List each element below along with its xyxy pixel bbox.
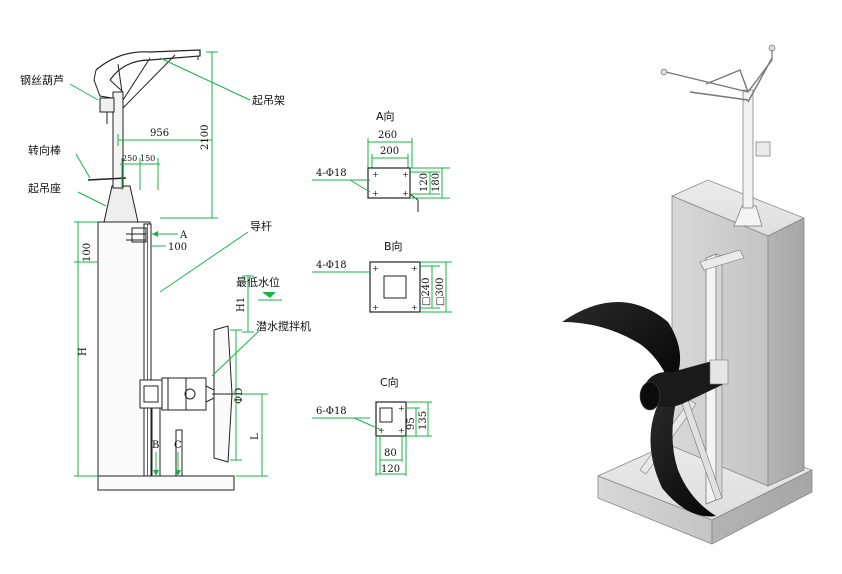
crane-boom (95, 49, 201, 81)
view-b-size-240: □240 (421, 277, 432, 306)
dim-250: 250 (122, 154, 137, 163)
dim-L: L (250, 433, 261, 440)
dim-B-arrow: B (152, 440, 159, 451)
hoist-box-3d (755, 141, 771, 157)
mixer-motor-3d (642, 360, 724, 408)
view-b-title: B向 (384, 239, 403, 253)
view-b-holes: 4-Φ18 (316, 260, 347, 271)
min-water-level-marker (262, 292, 276, 298)
view-a-height-120: 120 (419, 173, 430, 192)
view-c: C向 + + + 95 135 80 120 6-Φ18 (312, 375, 432, 476)
concrete-base-side (711, 469, 813, 545)
svg-text:+: + (411, 303, 418, 312)
view-a-plate (367, 167, 411, 199)
svg-text:+: + (411, 264, 418, 273)
view-a-holes: 4-Φ18 (316, 168, 347, 179)
dim-phiD: ΦD (234, 388, 245, 404)
svg-text:+: + (398, 404, 405, 413)
dim-150: 150 (140, 154, 155, 163)
view-c-title: C向 (380, 375, 399, 389)
label-lifting-frame: 起吊架 (252, 94, 285, 107)
svg-text:+: + (402, 170, 409, 179)
label-min-water-level: 最低水位 (236, 275, 280, 289)
view-b: B向 + + + + □240 □300 4-Φ18 (312, 239, 452, 313)
dim-100-left: 100 (82, 243, 93, 262)
view-a-title: A向 (376, 109, 395, 123)
mixer-bracket (139, 379, 163, 409)
view-c-width-80: 80 (384, 448, 397, 459)
svg-text:+: + (372, 303, 379, 312)
dim-H1: H1 (236, 297, 247, 312)
turning-rod (87, 177, 127, 181)
label-submersible-mixer: 潜水搅拌机 (256, 319, 311, 333)
view-a: A向 260 200 + + + + 120 180 4-Φ18 (312, 109, 450, 212)
propeller-blade-top (562, 302, 681, 388)
view-c-height-135: 135 (418, 411, 429, 430)
mixer-motor (161, 377, 207, 411)
view-c-height-95: 95 (406, 417, 417, 430)
view-b-plate (369, 261, 421, 313)
view-a-width-200: 200 (380, 146, 399, 157)
svg-text:+: + (402, 189, 409, 198)
side-view-drawing: 钢丝葫芦 起吊架 转向棒 起吊座 导杆 最低水位 潜水搅拌机 956 2100 … (20, 49, 311, 491)
label-wire-hoist: 钢丝葫芦 (20, 74, 64, 87)
isometric-render (562, 44, 814, 545)
wire-hoist (99, 97, 115, 113)
view-a-width-260: 260 (378, 130, 397, 141)
dim-2100: 2100 (200, 125, 211, 150)
concrete-wall-side (767, 217, 805, 487)
view-c-holes: 6-Φ18 (316, 406, 347, 417)
dim-a-arrow: A (179, 230, 188, 241)
label-guide-rod: 导杆 (250, 219, 272, 233)
label-turning-rod: 转向棒 (28, 143, 61, 157)
propeller-blade-bottom (650, 400, 716, 517)
dim-100-right: 100 (168, 242, 187, 253)
svg-text:+: + (372, 264, 379, 273)
label-lifting-base: 起吊座 (28, 181, 61, 195)
pit-wall (97, 221, 151, 481)
dim-956: 956 (150, 128, 169, 139)
svg-text:+: + (372, 170, 379, 179)
crane-boom-3d (665, 57, 773, 103)
lifting-seat (103, 185, 139, 223)
crane-mast-3d (742, 89, 754, 209)
crane-seat-3d (733, 205, 763, 227)
dim-H: H (78, 347, 89, 356)
svg-text:+: + (372, 189, 379, 198)
svg-text:+: + (378, 426, 385, 435)
svg-text:+: + (398, 426, 405, 435)
base-slab (97, 475, 235, 491)
view-b-size-300: □300 (435, 277, 446, 306)
dim-C-arrow: C (174, 440, 182, 451)
view-c-width-120: 120 (381, 464, 400, 475)
view-a-height-180: 180 (431, 173, 442, 192)
